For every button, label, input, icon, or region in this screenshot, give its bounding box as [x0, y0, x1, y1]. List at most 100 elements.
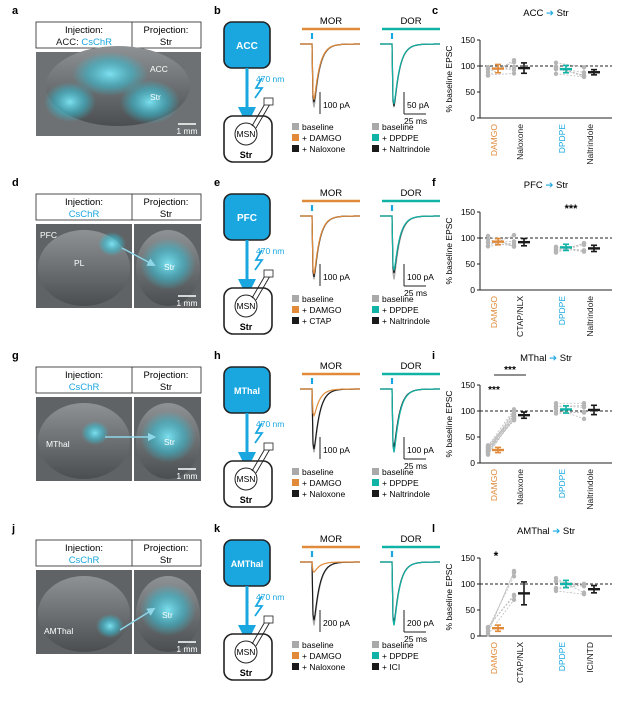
mor-legend-item: + DAMGO: [302, 133, 342, 143]
dor-trace: [380, 388, 440, 453]
injection-title: Injection:: [65, 197, 103, 208]
data-point: [581, 416, 587, 422]
target-label: Str: [240, 668, 253, 678]
panel-letter-b: b: [214, 5, 221, 17]
dor-legend-item: baseline: [382, 294, 414, 304]
category-label: Naloxone: [515, 469, 525, 505]
injection-virus: CsChR: [69, 382, 100, 393]
data-point: [511, 574, 517, 579]
image-label: AMThal: [44, 626, 73, 636]
y-tick-label: 100: [461, 579, 475, 589]
paired-line: [487, 419, 515, 448]
injection-projection-box: [35, 366, 202, 394]
msn-cell: [234, 640, 258, 664]
amplitude-scale-label: 100 pA: [323, 445, 350, 455]
injection-projection-box: [35, 193, 202, 221]
chart-title: MThal ➔ Str: [520, 353, 572, 364]
category-label: DPDPE: [557, 124, 567, 154]
significance-marker: *: [494, 549, 499, 563]
legend-swatch: [372, 641, 379, 648]
paired-line: [487, 61, 515, 73]
cell-label: MSN: [237, 474, 256, 484]
injection-title: Injection:: [65, 370, 103, 381]
data-point: [485, 631, 491, 636]
legend-swatch: [372, 145, 379, 152]
category-label: CTAP/NLX: [515, 642, 525, 683]
injection-title: Injection:: [65, 543, 103, 554]
data-point: [581, 409, 587, 415]
dor-legend-item: + DPDPE: [382, 133, 419, 143]
amplitude-scale-label: 50 pA: [407, 100, 430, 110]
panel-letter-l: l: [432, 523, 435, 535]
mor-trace: [300, 215, 360, 275]
data-point: [511, 232, 517, 238]
data-point: [485, 240, 491, 245]
data-point: [511, 592, 517, 597]
y-tick-label: 50: [466, 605, 476, 615]
image-label: Str: [150, 92, 161, 102]
paired-line: [555, 405, 585, 408]
data-point: [511, 417, 517, 422]
data-point: [581, 592, 587, 597]
mor-trace: [300, 215, 360, 277]
mor-trace: [300, 561, 360, 573]
electrode-headstage: [263, 97, 274, 106]
legend-swatch: [292, 479, 299, 486]
paired-line: [487, 411, 515, 453]
amplitude-scale-label: 100 pA: [323, 100, 350, 110]
legend-swatch: [292, 652, 299, 659]
dor-trace: [380, 388, 440, 453]
paired-line: [555, 590, 585, 595]
y-tick-label: 0: [470, 113, 475, 123]
dor-legend-item: + Naltrindole: [382, 144, 430, 154]
mor-legend-item: + Naloxone: [302, 144, 346, 154]
data-point: [581, 74, 587, 80]
amplitude-scale-label: 200 pA: [323, 618, 350, 628]
y-tick-label: 150: [461, 553, 475, 563]
dor-title: DOR: [400, 188, 421, 199]
dor-legend-item: + Naltrindole: [382, 316, 430, 326]
paired-line: [555, 577, 585, 593]
projection-target: Str: [160, 209, 172, 220]
msn-cell: [234, 467, 258, 491]
mor-legend-item: + DAMGO: [302, 305, 342, 315]
legend-swatch: [372, 663, 379, 670]
data-point: [553, 585, 559, 591]
category-label: Naloxone: [515, 124, 525, 160]
mor-trace: [300, 43, 360, 103]
light-icon: [254, 249, 264, 271]
injection-title: Injection:: [65, 25, 103, 36]
chart-title: PFC ➔ Str: [524, 180, 568, 191]
light-icon: [254, 77, 264, 99]
legend-swatch: [292, 490, 299, 497]
dor-trace: [380, 215, 440, 274]
scale-bar-label: 1 mm: [176, 126, 197, 136]
dor-trace: [380, 43, 440, 105]
panel-letter-i: i: [432, 350, 435, 362]
dor-trace: [380, 215, 440, 280]
y-tick-label: 0: [470, 458, 475, 468]
data-point: [511, 243, 517, 249]
mor-trace: [300, 215, 360, 280]
legend-swatch: [292, 468, 299, 475]
image-label: Str: [162, 610, 173, 620]
region-label: ACC: [236, 41, 258, 52]
data-point: [485, 233, 491, 239]
light-label: 470 nm: [256, 592, 284, 602]
injection-virus: ACC: CsChR: [56, 37, 112, 48]
paired-line: [487, 420, 515, 451]
image-label: MThal: [46, 439, 70, 449]
electrode-icon: [251, 446, 271, 474]
mor-legend-item: + Naloxone: [302, 489, 346, 499]
projection-fluorescence: [140, 238, 196, 290]
dor-legend-item: baseline: [382, 467, 414, 477]
data-point: [485, 624, 491, 630]
data-point: [511, 597, 517, 602]
chart-title: AMThal ➔ Str: [517, 526, 575, 537]
projection-target: Str: [160, 37, 172, 48]
dor-trace: [380, 561, 440, 626]
time-scale-label: 25 ms: [404, 461, 427, 471]
data-point: [553, 66, 559, 71]
mor-title: MOR: [320, 16, 342, 27]
